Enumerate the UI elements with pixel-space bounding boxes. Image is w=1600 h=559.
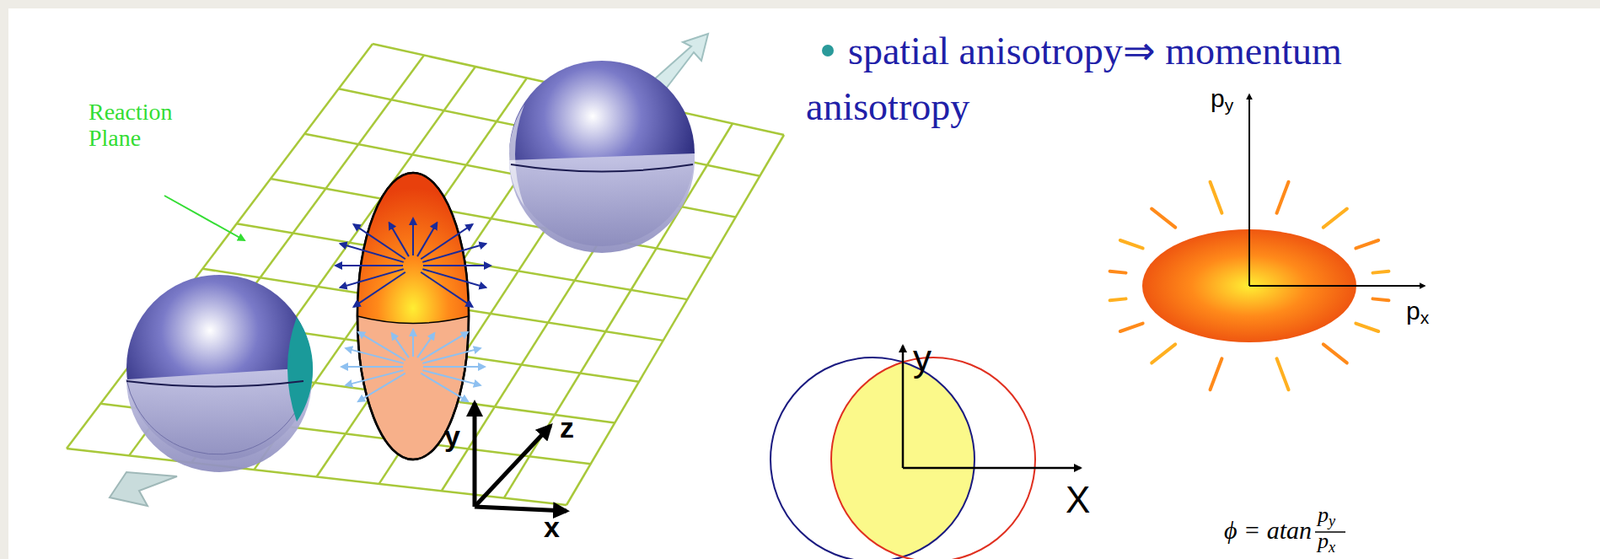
flow-arrow: [340, 243, 404, 263]
left-nucleus: [109, 274, 313, 506]
momentum-spike: [1151, 209, 1176, 228]
momentum-spike: [1372, 271, 1389, 274]
flow-arrow: [423, 264, 491, 267]
flow-arrow: [423, 365, 485, 368]
axis-label: y: [444, 419, 461, 453]
flow-arrow: [354, 224, 406, 259]
flow-arrow: [354, 272, 406, 307]
momentum-spike: [1355, 323, 1379, 332]
formula-numerator: py: [1317, 502, 1336, 530]
flow-arrow: [389, 222, 409, 257]
flow-arrow: [391, 332, 409, 358]
momentum-spike: [1210, 182, 1223, 214]
leader-line: [164, 195, 245, 241]
momentum-spike: [1120, 240, 1144, 248]
axis-label: z: [559, 411, 575, 445]
axis-label: X: [1065, 478, 1090, 522]
momentum-spike: [1323, 343, 1348, 363]
momentum-spike: [1323, 209, 1348, 228]
flow-arrow: [420, 332, 468, 360]
fireball-ellipse: [357, 172, 469, 460]
bullet: [821, 44, 834, 57]
flow-arrow: [335, 264, 403, 267]
momentum-spike: [1372, 298, 1389, 301]
momentum-axis-label: py: [1210, 84, 1234, 116]
grid-line: [66, 448, 567, 505]
flow-arrow: [422, 348, 481, 364]
formula-denominator: px: [1317, 528, 1336, 556]
momentum-spike: [1355, 240, 1379, 248]
flow-arrow: [422, 243, 486, 263]
flow-arrow: [340, 268, 404, 288]
flow-arrow: [358, 332, 406, 360]
axis-label: y: [912, 337, 932, 381]
momentum-spike: [1151, 343, 1176, 363]
flow-arrow: [422, 268, 486, 288]
flow-arrow: [341, 365, 403, 368]
grid-line: [253, 78, 527, 471]
flow-arrow: [345, 348, 404, 364]
axes-3d: [474, 402, 567, 511]
flow-arrows: [335, 218, 491, 402]
flow-arrow: [412, 329, 414, 357]
momentum-spike: [1277, 358, 1289, 390]
flow-arrow: [412, 218, 414, 256]
momentum-spike: [1277, 182, 1289, 214]
flow-arrow: [417, 222, 437, 257]
flow-arrow: [420, 373, 468, 402]
momentum-ellipse: [1110, 94, 1425, 390]
flow-arrow: [345, 370, 404, 386]
formula-text: ϕ = atan: [1224, 515, 1312, 546]
bullet-text: spatial anisotropy⇒ momentum anisotropy: [805, 23, 1481, 135]
flow-arrow: [420, 272, 473, 307]
right-nucleus: [509, 33, 709, 253]
momentum-axis-label: px: [1406, 296, 1429, 328]
momentum-spike: [1110, 271, 1127, 274]
flow-arrow: [358, 373, 406, 402]
axis-label: x: [543, 510, 560, 544]
flow-arrow: [420, 224, 473, 259]
flow-arrow: [422, 370, 481, 386]
momentum-spike: [1120, 323, 1144, 332]
momentum-spike: [1210, 358, 1223, 390]
reaction-plane-grid: [66, 43, 784, 505]
momentum-spike: [1110, 298, 1127, 301]
reaction-plane-label: Reaction Plane: [88, 99, 190, 152]
